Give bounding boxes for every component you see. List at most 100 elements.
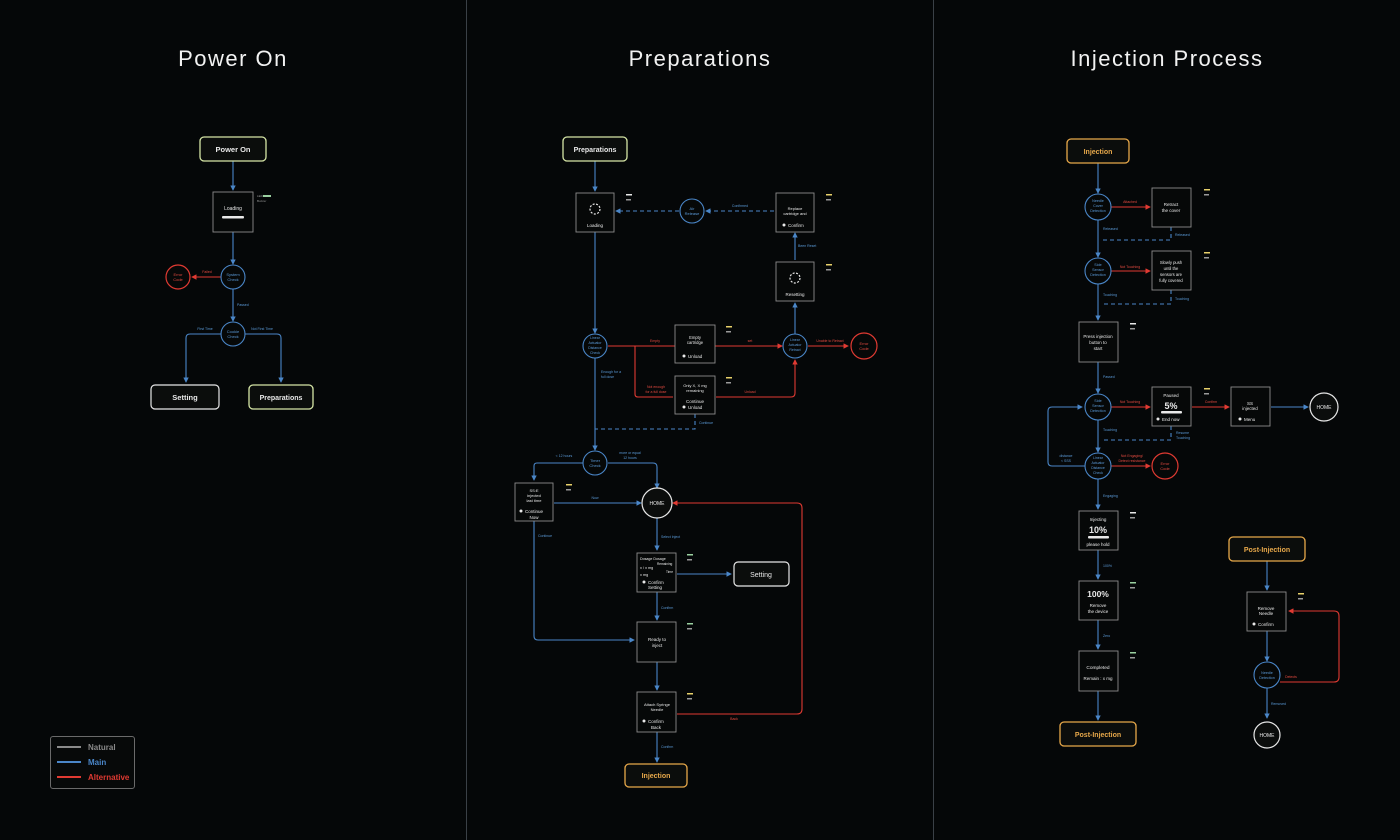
- prep-home-label: HOME: [650, 501, 666, 507]
- replace-cartridge-label-1: Replace: [788, 206, 803, 211]
- cookie-check-label-1: Cookie: [227, 329, 240, 334]
- post-injection-end-node: [1059, 721, 1137, 747]
- unable-retract-edge-label: Unable to Retract: [816, 339, 843, 343]
- status-indicator: [1130, 189, 1304, 659]
- remove-device-label-2: the device: [1088, 609, 1109, 614]
- engaging-edge-label: Engaging: [1103, 494, 1118, 498]
- please-hold-label: please hold: [1086, 542, 1110, 547]
- removed-edge-label: Released: [1175, 233, 1190, 237]
- ss-injected-label-1: SS:E: [529, 488, 538, 493]
- confirmed-edge-label: Confirmed: [732, 204, 748, 208]
- gt12-edge-label-1: more or equal: [619, 451, 641, 455]
- injection-flow: Injection Needle Cover Detection Attache…: [1047, 138, 1340, 749]
- attach-needle-label-2: Needle: [651, 707, 664, 712]
- air-release-label-2: Release: [685, 211, 700, 216]
- end-now-label: End now: [1162, 417, 1180, 422]
- empty-cartridge-screen: [674, 324, 716, 364]
- needle-detection-label-2: Detection: [1259, 676, 1275, 680]
- prep-loading-label: Loading: [587, 223, 604, 228]
- remove-needle-label-1: Remove: [1258, 606, 1275, 611]
- ready-inject-label-2: inject: [652, 643, 663, 648]
- loading-progress-bar: [222, 216, 244, 219]
- preparations-end-label: Preparations: [260, 395, 303, 402]
- setting-node: [150, 384, 220, 410]
- system-check-label-1: System: [226, 272, 240, 277]
- slowly-push-label-4: fully covered: [1159, 278, 1183, 283]
- resetting-screen: [775, 261, 815, 302]
- not-engaging-edge-label-2: Detect resistance: [1118, 459, 1145, 463]
- passed-edge-label: Passed: [237, 303, 249, 307]
- inj-linear-distance-node: [1084, 452, 1112, 480]
- legend-natural-label: Natural: [88, 742, 116, 752]
- ss-injected-inj-label-1: SS: [1247, 401, 1253, 406]
- menu-label: Menu: [1244, 417, 1256, 422]
- resume-edge-label-1: Resume: [1176, 431, 1189, 435]
- linear-distance-label-2: Actuator: [588, 341, 602, 345]
- linear-distance-node: [582, 333, 608, 359]
- empty-edge-label: Empty: [650, 339, 660, 343]
- post-injection-end-label: Post-Injection: [1075, 732, 1121, 739]
- side-sensor2-label-3: Detection: [1090, 409, 1106, 413]
- error-code-label-1: Error: [174, 272, 184, 277]
- select-inject-edge-label: Select Inject: [661, 535, 680, 539]
- preparations-flow: Preparations Loading Air Release Confirm…: [514, 136, 878, 788]
- continue2-edge-label: Continue: [538, 534, 552, 538]
- distance-edge-label-2: < SSS: [1061, 459, 1072, 463]
- cookie-check-label-2: Check: [227, 334, 238, 339]
- injection-start-label: Injection: [1084, 149, 1113, 156]
- press-button-label-2: button to: [1089, 340, 1107, 345]
- inj-home-node: [1309, 392, 1339, 422]
- side-sensor-node: [1084, 257, 1112, 285]
- linear-distance-label-1: Linear: [590, 336, 601, 340]
- needle-cover-node: [1084, 193, 1112, 221]
- completed-label: Completed: [1086, 665, 1110, 671]
- resetting-label: Resetting: [785, 292, 805, 297]
- slowly-push-label-2: until the: [1164, 266, 1179, 271]
- complete-100-screen: [1078, 580, 1119, 621]
- prep-error-code-label-1: Error: [860, 341, 870, 346]
- dosage-label-3: x mg: [640, 573, 648, 577]
- prep-home-node: [641, 487, 673, 519]
- side-sensor2-node: [1084, 393, 1112, 421]
- setting-label: Setting: [172, 393, 198, 402]
- retract-cover-label-1: Retract: [1164, 202, 1179, 207]
- complete-100-percent: 100%: [1087, 589, 1109, 599]
- not-enough-edge-label-2: for a full dose: [645, 390, 666, 394]
- panel-preparations: Preparations: [467, 0, 933, 840]
- paused-label: Paused: [1163, 393, 1179, 398]
- post-injection-start-node: [1228, 536, 1306, 562]
- unload-edge-label: Unload: [744, 390, 755, 394]
- prep-error-code-label-2: Code: [859, 346, 869, 351]
- inj-home-label: HOME: [1317, 405, 1333, 411]
- prep-start-node: [562, 136, 628, 162]
- status-buzzer-label: Buzzer: [257, 199, 266, 203]
- section-title-preparations: Preparations: [628, 46, 772, 71]
- timer-check-node: [582, 450, 608, 476]
- slowly-push-label-1: Slowly push: [1160, 260, 1183, 265]
- prep-injection-end-label: Injection: [642, 773, 671, 780]
- needle-cover-label-1: Needle: [1092, 199, 1104, 203]
- completed-screen: [1078, 650, 1119, 692]
- side-sensor-label-1: Side: [1094, 263, 1101, 267]
- prep-start-label: Preparations: [574, 147, 617, 154]
- panel-injection: Injection Process: [934, 0, 1400, 840]
- continue-now-label-2: Now: [529, 515, 539, 520]
- injecting-progress-bar: [1088, 536, 1109, 539]
- remove-needle-screen: [1246, 591, 1287, 632]
- prep-setting-node: [733, 561, 790, 587]
- linear-distance-label-3: Distance: [588, 346, 602, 350]
- ss-injected-label-2: injected: [527, 493, 541, 498]
- distance-edge-label-1: distance: [1059, 454, 1072, 458]
- touching2-edge-label: Touching: [1175, 297, 1189, 301]
- time-inline-label: Time: [666, 570, 673, 574]
- attach-needle-screen: [636, 691, 677, 733]
- only-remaining-screen: [674, 375, 716, 415]
- inj-error-code-node: [1151, 452, 1179, 480]
- inj-error-code-label-1: Error: [1161, 461, 1171, 466]
- dosage-screen: [636, 552, 677, 593]
- prep-error-code-node: [850, 332, 878, 360]
- prep-setting-label: Setting: [750, 572, 772, 579]
- ss-injected-inj-screen: [1230, 386, 1271, 427]
- confirm-back-label-1: Confirm: [648, 719, 664, 724]
- legend-main-label: Main: [88, 757, 107, 767]
